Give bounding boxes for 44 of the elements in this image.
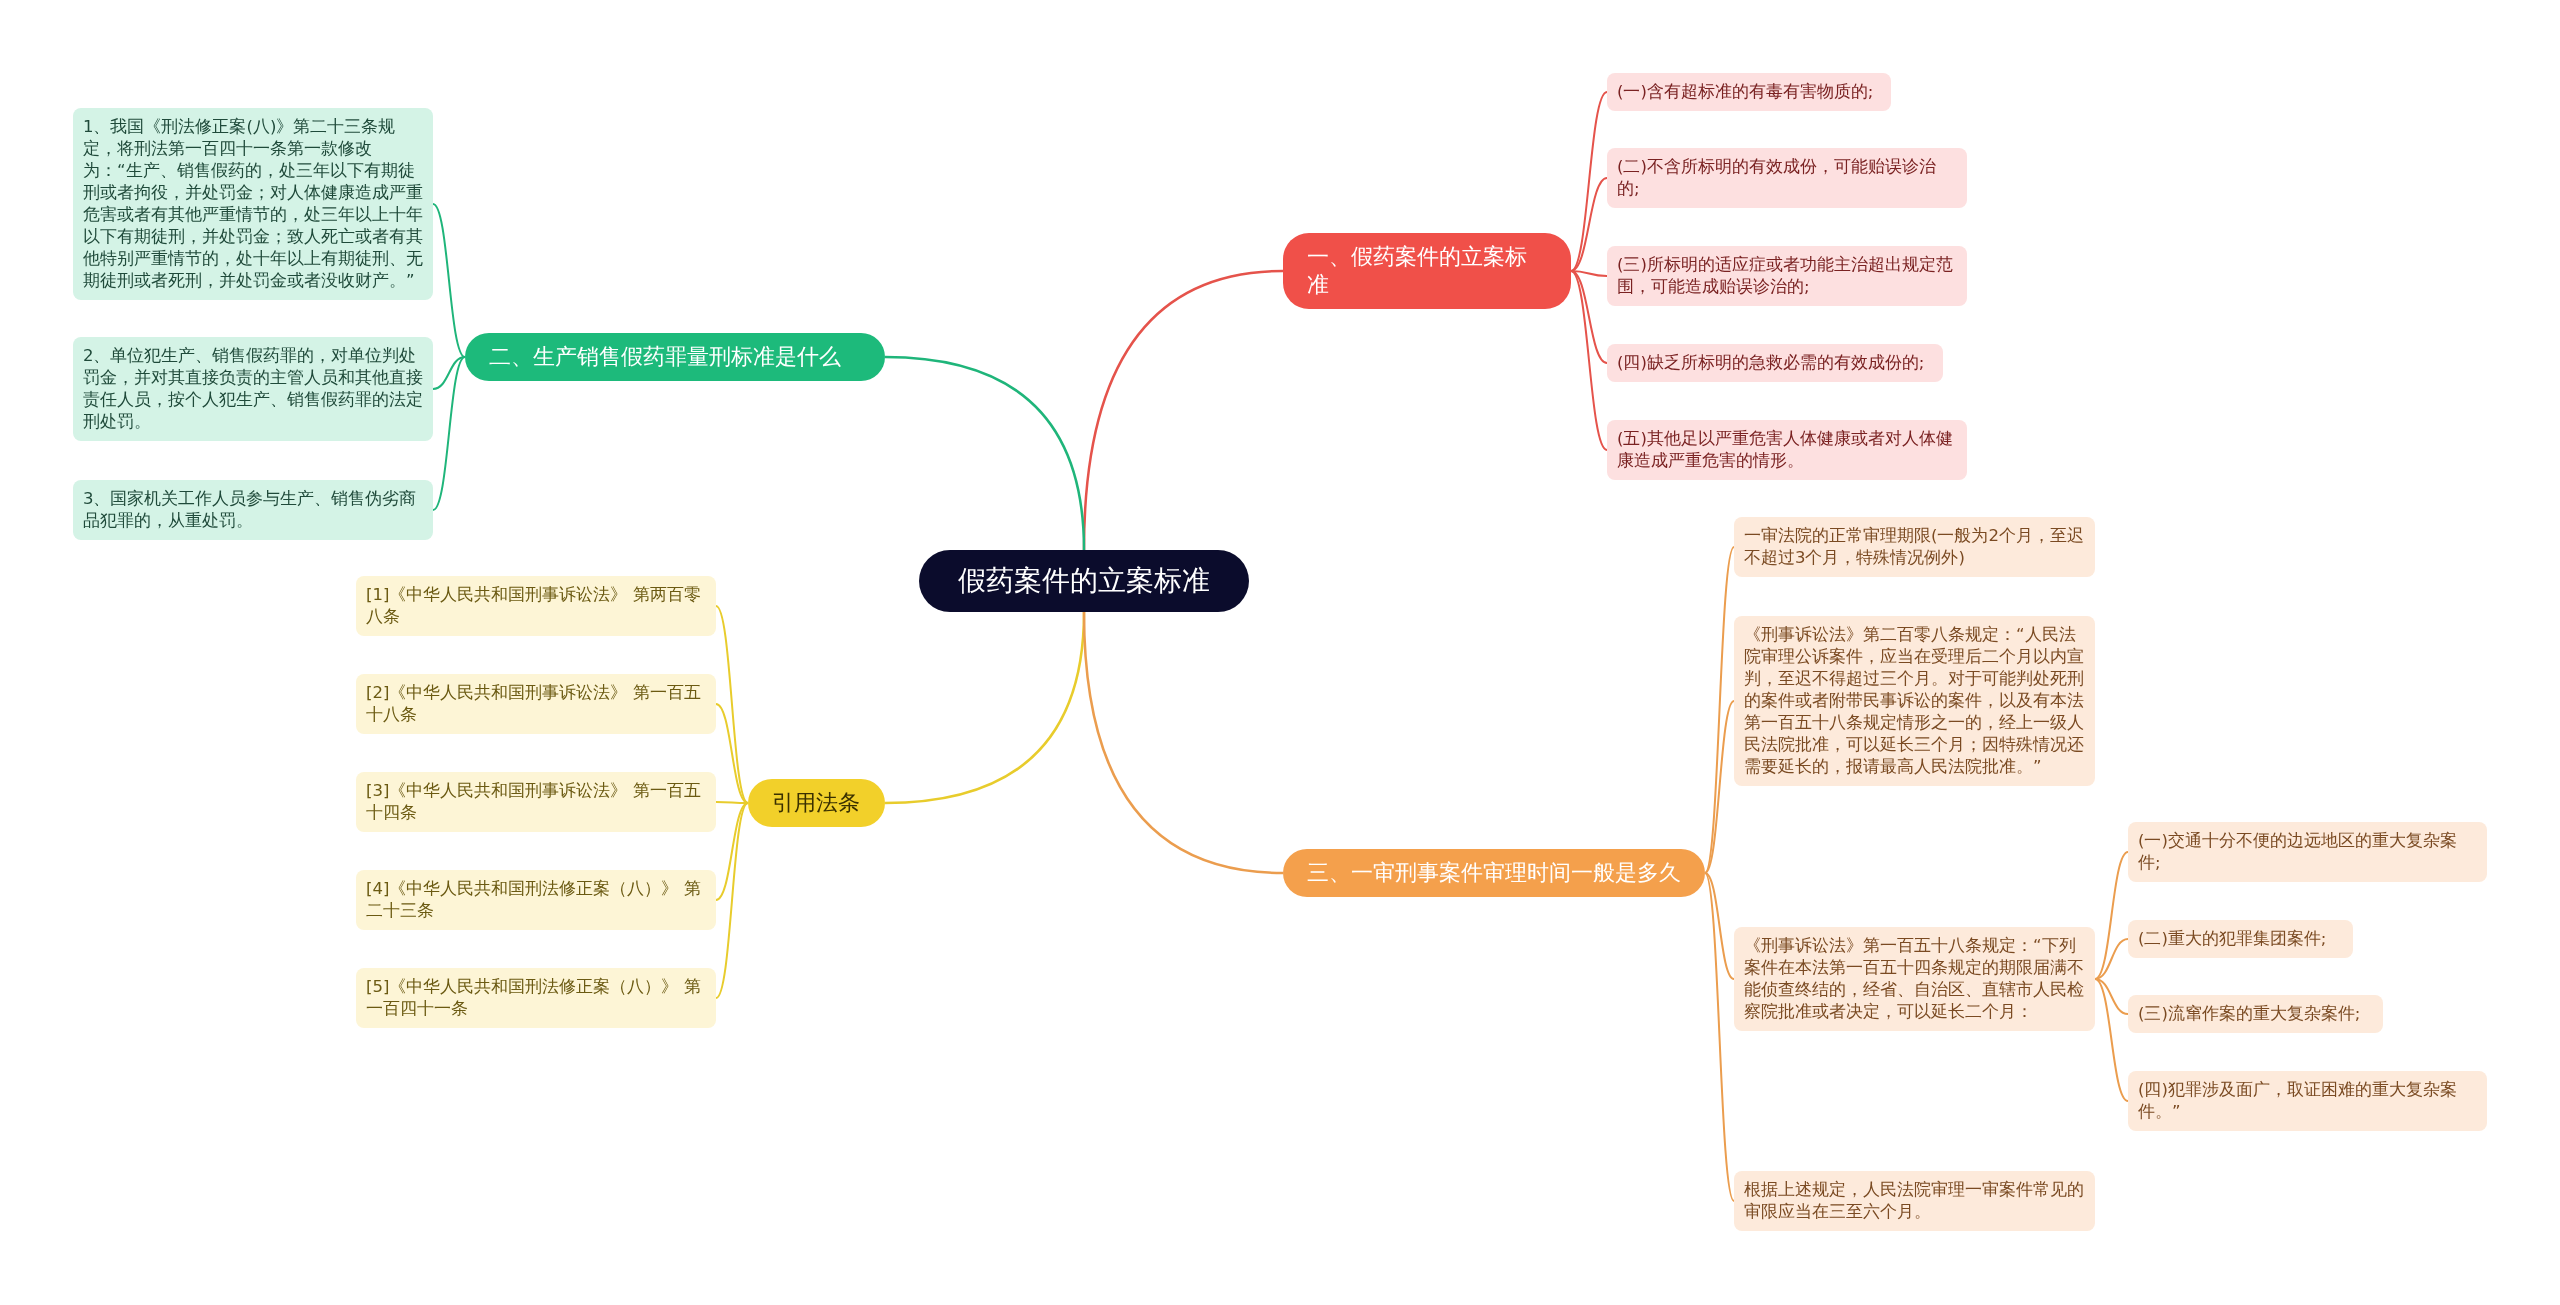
connector-line <box>1704 546 1735 874</box>
connector-line <box>1704 872 1735 980</box>
leaf-topic: 一审法院的正常审理期限(一般为2个月，至迟不超过3个月，特殊情况例外) <box>1734 517 2095 577</box>
connector-line <box>715 802 749 999</box>
connector-line <box>432 356 466 390</box>
leaf-topic: [5]《中华人民共和国刑法修正案（八）》 第一百四十一条 <box>356 968 716 1028</box>
leaf-topic: 2、单位犯生产、销售假药罪的，对单位判处罚金，并对其直接负责的主管人员和其他直接责任人员，按个人犯生产、销售假药罪的法定刑处罚。 <box>73 337 433 441</box>
branch-topic: 二、生产销售假药罪量刑标准是什么 <box>465 333 885 381</box>
connector-line <box>1704 872 1735 1202</box>
leaf-topic: 3、国家机关工作人员参与生产、销售伪劣商品犯罪的，从重处罚。 <box>73 480 433 540</box>
connector-line <box>2094 978 2129 1015</box>
leaf-topic: (三)流窜作案的重大复杂案件; <box>2128 995 2383 1033</box>
connector-line <box>2094 851 2129 980</box>
leaf-topic: 1、我国《刑法修正案(八)》第二十三条规定，将刑法第一百四十一条第一款修改为：“生产、销售假药的，处三年以下有期徒刑或者拘役，并处罚金；对人体健康造成严重危害或者有其他严重情节的，处三年以上十年以下有期徒刑，并处罚金；致人死亡或者有其他特别严重情节的，处十年以上有期徒刑、无期徒刑或者死刑，并处罚金或者没收财产。” <box>73 108 433 300</box>
leaf-topic: (二)不含所标明的有效成份，可能贻误诊治的; <box>1607 148 1967 208</box>
leaf-topic: (一)交通十分不便的边远地区的重大复杂案件; <box>2128 822 2487 882</box>
leaf-topic: 《刑事诉讼法》第二百零八条规定：“人民法院审理公诉案件，应当在受理后二个月以内宣判，至迟不得超过三个月。对于可能判处死刑的案件或者附带民事诉讼的案件，以及有本法第一百五十八条规定情形之一的，经上一级人民法院批准，可以延长三个月；因特殊情况还需要延长的，报请最高人民法院批准。” <box>1734 616 2095 786</box>
connector-line <box>715 605 749 804</box>
connector-line <box>2094 978 2129 1102</box>
connector-line <box>1570 177 1608 272</box>
connector-line <box>1570 270 1608 451</box>
central-topic: 假药案件的立案标准 <box>919 550 1249 612</box>
leaf-topic: [1]《中华人民共和国刑事诉讼法》 第两百零八条 <box>356 576 716 636</box>
leaf-topic: (五)其他足以严重危害人体健康或者对人体健康造成严重危害的情形。 <box>1607 420 1967 480</box>
leaf-topic: [2]《中华人民共和国刑事诉讼法》 第一百五十八条 <box>356 674 716 734</box>
leaf-topic: (三)所标明的适应症或者功能主治超出规定范围，可能造成贻误诊治的; <box>1607 246 1967 306</box>
leaf-topic: [3]《中华人民共和国刑事诉讼法》 第一百五十四条 <box>356 772 716 832</box>
connector-line <box>884 355 1086 551</box>
branch-topic: 一、假药案件的立案标准 <box>1283 233 1571 309</box>
branch-topic: 三、一审刑事案件审理时间一般是多久 <box>1283 849 1705 897</box>
leaf-topic: 根据上述规定，人民法院审理一审案件常见的审限应当在三至六个月。 <box>1734 1171 2095 1231</box>
branch-topic: 引用法条 <box>748 779 885 827</box>
leaf-topic: (四)犯罪涉及面广，取证困难的重大复杂案件。” <box>2128 1071 2487 1131</box>
connector-line <box>432 356 466 511</box>
leaf-topic: [4]《中华人民共和国刑法修正案（八）》 第二十三条 <box>356 870 716 930</box>
connector-line <box>432 203 466 358</box>
leaf-topic: (二)重大的犯罪集团案件; <box>2128 920 2353 958</box>
connector-line <box>1704 700 1735 874</box>
leaf-topic: (四)缺乏所标明的急救必需的有效成份的; <box>1607 344 1943 382</box>
connector-line <box>1570 91 1608 272</box>
connector-line <box>1082 611 1284 875</box>
connector-line <box>715 703 749 804</box>
leaf-topic: 《刑事诉讼法》第一百五十八条规定：“下列案件在本法第一百五十四条规定的期限届满不能侦查终结的，经省、自治区、直辖市人民检察院批准或者决定，可以延长二个月： <box>1734 927 2095 1031</box>
leaf-topic: (一)含有超标准的有毒有害物质的; <box>1607 73 1891 111</box>
